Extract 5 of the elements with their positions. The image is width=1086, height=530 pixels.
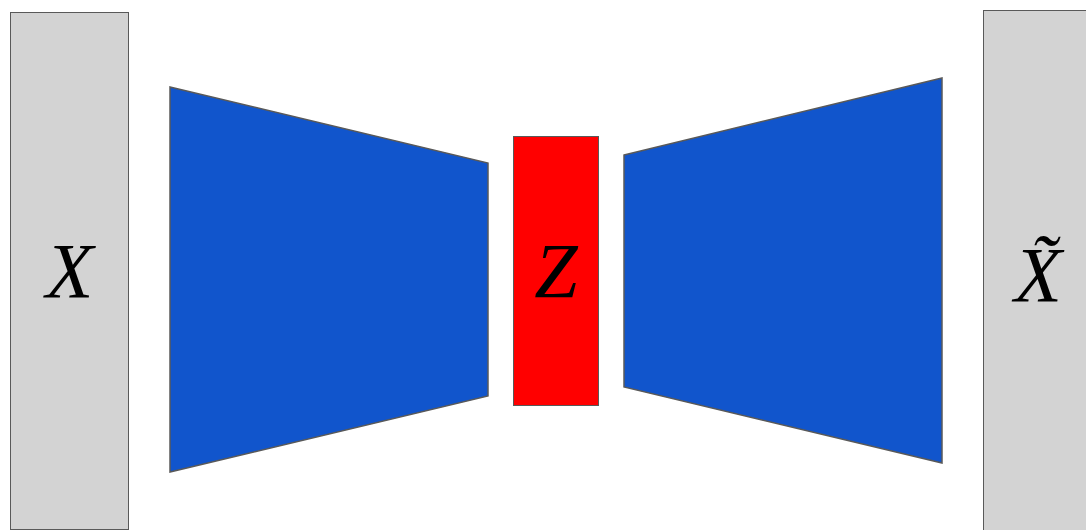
output-box [983,10,1086,530]
input-box [10,12,129,530]
latent-box [513,136,599,406]
variable-label: Z [534,232,578,310]
variable-label: X [45,232,94,310]
